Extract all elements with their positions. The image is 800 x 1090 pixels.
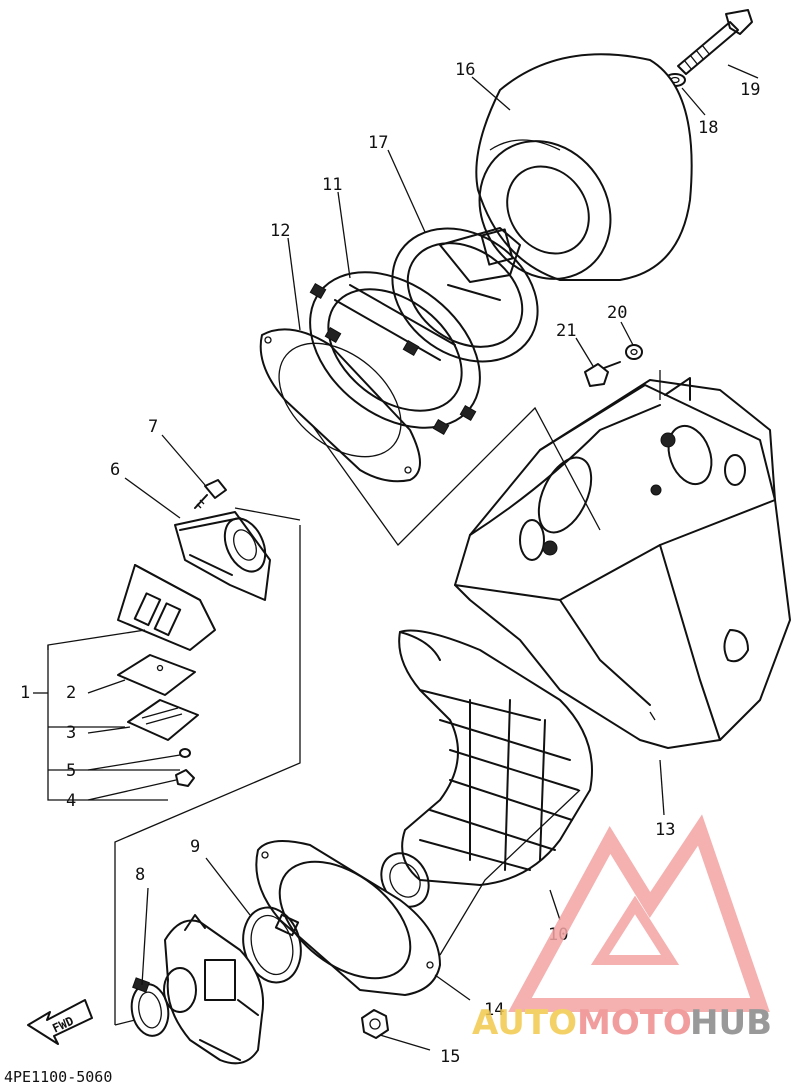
callout-7: 7 <box>148 417 158 437</box>
watermark-logo: AUTO MOTO HUB <box>472 814 772 1043</box>
intake-duct-10 <box>380 629 593 908</box>
callout-16: 16 <box>455 60 475 80</box>
bracket-group-1 <box>47 629 168 801</box>
callout-12: 12 <box>270 221 290 241</box>
bolt-19 <box>677 9 753 75</box>
filter-case-13 <box>454 377 791 749</box>
reed-3 <box>127 699 199 741</box>
callout-6: 6 <box>110 460 120 480</box>
callout-15: 15 <box>440 1047 460 1067</box>
manifold-6 <box>174 511 271 601</box>
callout-1: 1 <box>20 683 30 703</box>
callout-2: 2 <box>66 683 76 703</box>
bracket-lower <box>439 789 581 956</box>
bolt-7 <box>194 479 227 509</box>
watermark-hub: HUB <box>690 1003 772 1043</box>
watermark-auto: AUTO <box>472 1003 577 1043</box>
plate-11 <box>309 271 481 436</box>
reed-2 <box>117 654 196 696</box>
callout-9: 9 <box>190 837 200 857</box>
clamp-9 <box>242 906 302 984</box>
bolt-21 <box>584 361 621 387</box>
plate-14 <box>255 840 441 996</box>
callout-4: 4 <box>66 791 76 811</box>
callout-17: 17 <box>368 133 388 153</box>
air-filter-16 <box>475 53 693 281</box>
watermark-triangle-icon <box>508 814 770 1012</box>
callout-13: 13 <box>655 820 675 840</box>
bracket-gasket <box>311 406 601 547</box>
callout-5: 5 <box>66 761 76 781</box>
callout-14: 14 <box>484 1000 504 1020</box>
callout-18: 18 <box>698 118 718 138</box>
filter-guide-17 <box>391 227 539 363</box>
callout-21: 21 <box>556 321 576 341</box>
fwd-arrow-icon: FWD <box>27 999 93 1045</box>
reed-valve-body <box>117 564 216 651</box>
screw-5 <box>179 748 191 758</box>
watermark-moto: MOTO <box>577 1003 692 1043</box>
callout-11: 11 <box>322 175 342 195</box>
nut-15 <box>361 1009 389 1039</box>
clamp-8 <box>130 977 170 1037</box>
carburetor <box>163 914 264 1065</box>
callout-8: 8 <box>135 865 145 885</box>
callout-20: 20 <box>607 303 627 323</box>
screw-4 <box>175 769 195 787</box>
callout-3: 3 <box>66 723 76 743</box>
callout-19: 19 <box>740 80 760 100</box>
part-code: 4PE1100-5060 <box>4 1068 112 1086</box>
bracket-carb <box>114 525 301 1025</box>
gasket-12 <box>259 328 421 483</box>
washer-20 <box>625 344 643 360</box>
